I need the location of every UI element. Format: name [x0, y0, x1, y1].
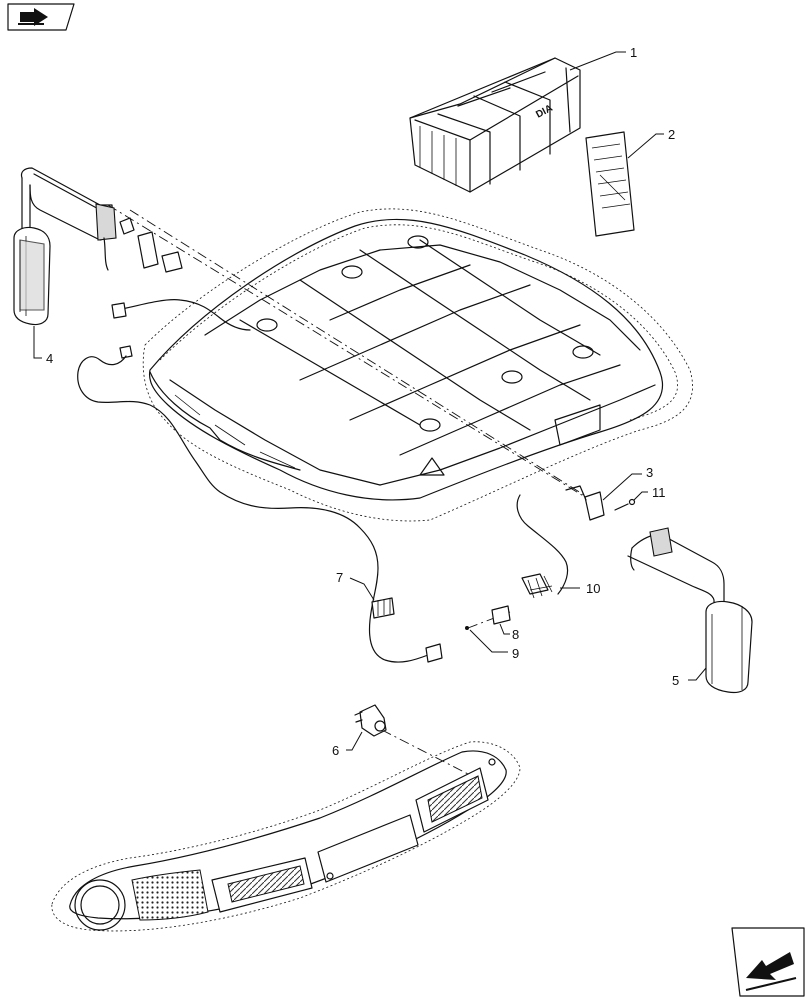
svg-text:3: 3 [646, 465, 653, 480]
callout-5: 5 [672, 667, 707, 688]
svg-text:9: 9 [512, 646, 519, 661]
dome-light [354, 704, 387, 737]
headliner-panel [51, 741, 521, 932]
wiring-harness-left [77, 299, 443, 663]
svg-text:7: 7 [336, 570, 343, 585]
svg-text:5: 5 [672, 673, 679, 688]
callout-7: 7 [336, 570, 375, 601]
mirror-bracket-right [565, 485, 636, 521]
instruction-sheet [585, 131, 635, 237]
svg-text:4: 4 [46, 351, 53, 366]
svg-text:10: 10 [586, 581, 600, 596]
connector-plug [491, 605, 511, 625]
small-terminal [465, 626, 469, 630]
callout-6: 6 [332, 731, 363, 758]
callout-8: 8 [499, 623, 519, 642]
cab-roof [142, 208, 693, 522]
mirror-bracket-left [119, 217, 183, 273]
svg-text:2: 2 [668, 127, 675, 142]
wiring-harness-right [516, 494, 569, 599]
callout-3: 3 [602, 465, 653, 501]
book-arrow-icon[interactable] [7, 3, 75, 31]
svg-text:1: 1 [630, 45, 637, 60]
callout-1: 1 [569, 45, 637, 71]
callout-11: 11 [633, 485, 666, 501]
left-mirror [13, 167, 117, 326]
kit-crate: DIA [409, 57, 581, 193]
right-mirror [627, 527, 753, 694]
callout-2: 2 [627, 127, 675, 159]
svg-text:11: 11 [652, 485, 666, 500]
callout-10: 10 [560, 581, 600, 596]
svg-text:6: 6 [332, 743, 339, 758]
callout-4: 4 [33, 326, 53, 366]
svg-text:8: 8 [512, 627, 519, 642]
callout-9: 9 [469, 629, 519, 661]
next-page-arrow-icon[interactable] [731, 927, 805, 997]
assembly-lines [107, 204, 601, 776]
